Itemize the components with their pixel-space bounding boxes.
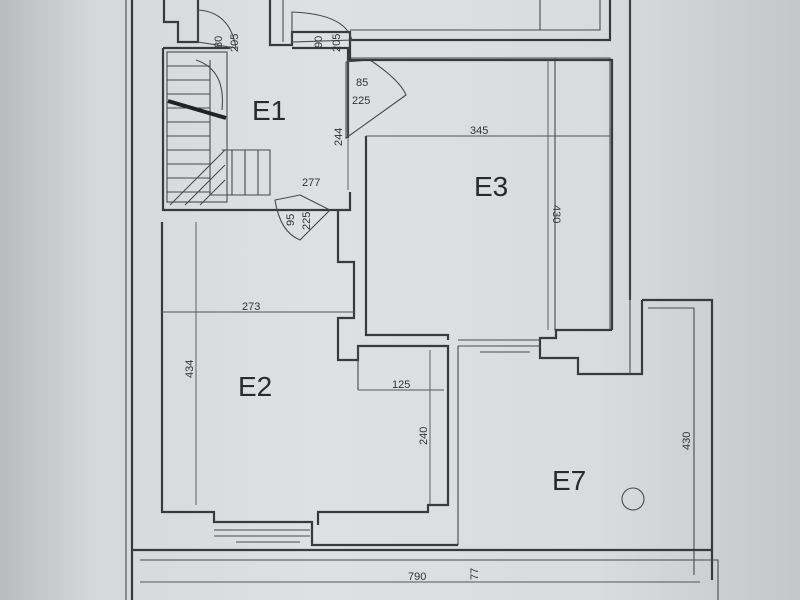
dim-door-e2-w: 95 (285, 214, 297, 226)
dim-door-top-right-w: 90 (313, 36, 325, 48)
staircase (166, 51, 271, 206)
dim-e7-height: 430 (681, 432, 693, 450)
dim-e1-height: 244 (333, 128, 345, 146)
dim-bottom-depth: 77 (469, 568, 481, 580)
dim-e3-width: 345 (470, 125, 488, 137)
dim-door-e2-h: 225 (301, 212, 313, 230)
dim-bottom-width: 790 (408, 571, 426, 583)
room-e7-walls (457, 298, 714, 580)
room-label-e1: E1 (252, 95, 286, 126)
dim-door-top-left-w: 80 (213, 36, 225, 48)
dim-door-e3-w: 85 (356, 77, 368, 89)
room-label-e3: E3 (474, 171, 508, 202)
dim-e2-width: 273 (242, 301, 260, 313)
dim-e1-width: 277 (302, 177, 320, 189)
dim-door-top-left-h: 205 (229, 34, 241, 52)
room-e1-walls (161, 46, 611, 331)
dim-door-top-right-h: 205 (331, 34, 343, 52)
room-label-e7: E7 (552, 465, 586, 496)
dim-closet-height: 240 (418, 427, 430, 445)
room-label-e2: E2 (238, 371, 272, 402)
dim-door-e3-h: 225 (352, 95, 370, 107)
dim-closet-width: 125 (392, 379, 410, 391)
room-e3-walls (348, 0, 644, 376)
e7-circle-symbol (621, 487, 645, 511)
room-e2-walls (160, 210, 458, 547)
dim-e3-height: 430 (550, 205, 562, 223)
bottom-strip (125, 0, 719, 600)
dim-e2-height: 434 (184, 360, 196, 378)
